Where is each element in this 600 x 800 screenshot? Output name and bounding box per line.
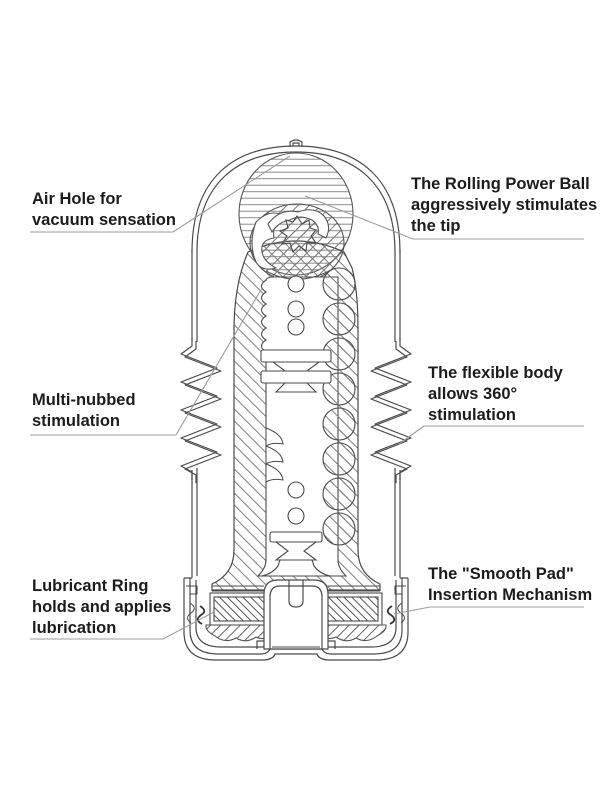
left-wall-bellows: [180, 250, 222, 578]
dome-outer: [191, 145, 401, 253]
base-cap-outer: [183, 578, 409, 661]
label-rolling-power-ball: The Rolling Power Ball aggressively stim…: [411, 175, 598, 235]
insertion-channel: [256, 579, 336, 650]
label-smooth-pad: The "Smooth Pad" Insertion Mechanism: [428, 565, 593, 604]
ball-top-band: [267, 209, 330, 239]
leader-rolling-power-ball: [304, 195, 584, 240]
bellows-left-inner: [184, 341, 222, 483]
channel-bowtie: [261, 531, 331, 577]
smooth-pad-flange: [211, 585, 381, 592]
bellows-right: [374, 338, 412, 480]
air-hole-nub-inner: [292, 142, 300, 146]
seal-right: [319, 624, 387, 642]
base-clip-right: [386, 585, 406, 625]
right-wall-bellows: [370, 250, 412, 578]
channel-discs: [260, 349, 332, 393]
label-flexible-body: The flexible body allows 360° stimulatio…: [428, 364, 563, 424]
sleeve-channel: [256, 267, 356, 577]
outer-shell: [180, 139, 412, 578]
insertion-slot: [288, 580, 304, 608]
leader-smooth-pad: [393, 606, 584, 615]
label-air-hole: Air Hole for vacuum sensation: [32, 190, 176, 229]
channel-left-fins: [265, 427, 284, 483]
base-clip-left: [186, 585, 206, 625]
label-lubricant-ring: Lubricant Ring holds and applies lubrica…: [32, 577, 172, 637]
seal-left: [205, 624, 273, 642]
air-hole-nub: [289, 139, 303, 147]
leader-air-hole: [30, 155, 291, 233]
power-ball-starburst: [278, 214, 318, 254]
leader-lines: [30, 155, 584, 640]
lubricant-ring: [205, 592, 387, 642]
channel-right-nubs: [322, 267, 356, 546]
channel-orbs: [287, 275, 305, 525]
leader-multi-nubbed: [30, 287, 263, 436]
label-multi-nubbed: Multi-nubbed stimulation: [32, 391, 136, 430]
leader-flexible-body: [398, 425, 584, 445]
dome-inner: [196, 151, 396, 253]
bellows-left: [180, 338, 218, 480]
leader-lubricant-ring: [30, 611, 215, 640]
